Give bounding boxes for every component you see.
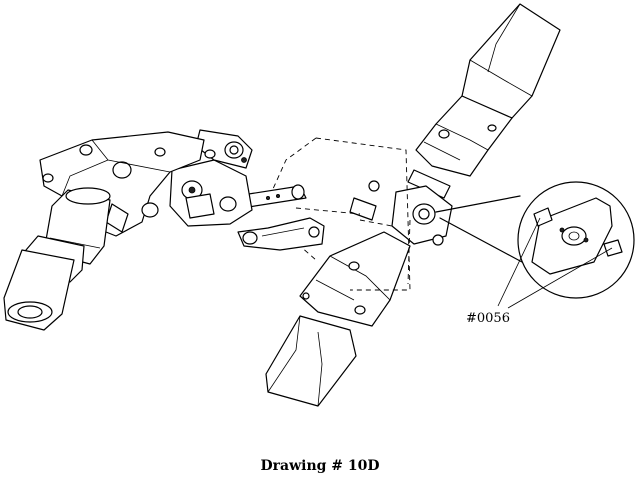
callout-lines (497, 217, 613, 309)
main-shaft-housing (3, 187, 111, 331)
mixing-arm-assembly (235, 184, 325, 251)
seesaw-hub-frame (169, 129, 253, 227)
lower-blade-grip (299, 231, 411, 327)
upper-blade-grip (407, 95, 513, 199)
part-number-label: #0056 (466, 311, 510, 326)
detail-inset-circle (435, 181, 635, 299)
rotor-hub (349, 180, 453, 246)
lower-rotor-blade (265, 315, 357, 407)
main-frame (39, 131, 216, 237)
drawing-caption: Drawing # 10D (260, 458, 380, 474)
upper-rotor-blade (461, 3, 561, 119)
